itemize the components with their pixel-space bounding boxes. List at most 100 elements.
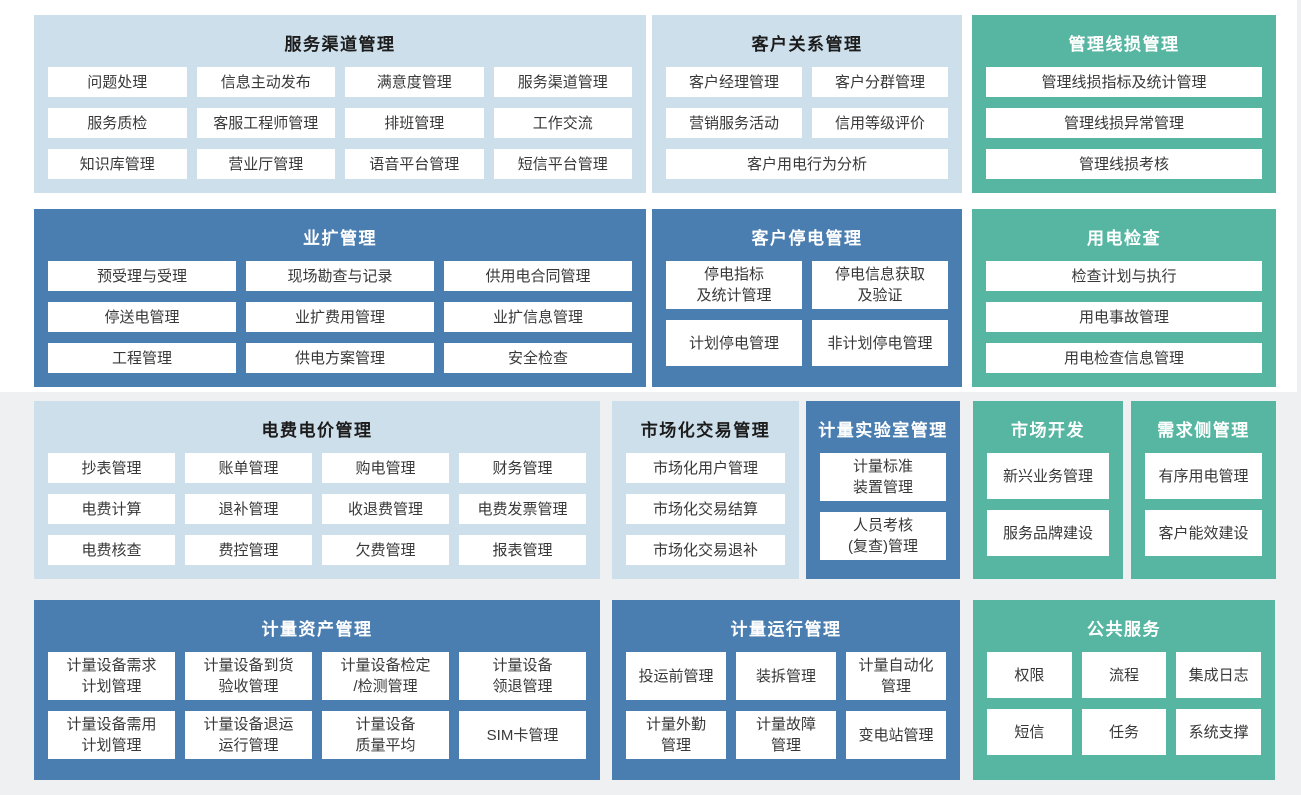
module-list: 停电指标及统计管理停电信息获取及验证计划停电管理非计划停电管理 <box>652 255 962 387</box>
module-item: 任务 <box>1081 709 1167 755</box>
block-metering-laboratory-management: 计量实验室管理计量标准装置管理人员考核(复查)管理 <box>806 401 960 579</box>
module-item: 权限 <box>987 652 1072 698</box>
module-list: 市场化用户管理市场化交易结算市场化交易退补 <box>612 447 799 579</box>
module-item: 服务渠道管理 <box>493 67 632 97</box>
module-item: 问题处理 <box>48 67 187 97</box>
module-item: 信息主动发布 <box>196 67 335 97</box>
module-item: 工作交流 <box>493 108 632 138</box>
module-item: 信用等级评价 <box>812 108 948 138</box>
module-list: 客户经理管理客户分群管理营销服务活动信用等级评价客户用电行为分析 <box>652 61 962 193</box>
module-item: 管理线损异常管理 <box>986 108 1262 138</box>
module-item: 服务品牌建设 <box>987 510 1109 556</box>
module-item: 计量外勤管理 <box>626 711 726 759</box>
block-title: 电费电价管理 <box>261 420 373 440</box>
module-item: 系统支撑 <box>1176 709 1261 755</box>
module-list: 计量设备需求计划管理计量设备到货验收管理计量设备检定/检测管理计量设备领退管理计… <box>34 646 600 780</box>
block-metering-operation-management: 计量运行管理投运前管理装拆管理计量自动化管理计量外勤管理计量故障管理变电站管理 <box>612 600 960 780</box>
module-item: 计量设备到货验收管理 <box>185 652 312 700</box>
module-item: 报表管理 <box>459 535 586 565</box>
module-item: 投运前管理 <box>626 652 726 700</box>
block-tariff-and-billing-management: 电费电价管理抄表管理账单管理购电管理财务管理电费计算退补管理收退费管理电费发票管… <box>34 401 600 579</box>
block-title: 市场化交易管理 <box>640 420 771 440</box>
module-item: 用电事故管理 <box>986 302 1262 332</box>
block-title: 市场开发 <box>1011 420 1085 440</box>
module-item: 账单管理 <box>185 453 312 483</box>
module-list: 预受理与受理现场勘查与记录供用电合同管理停送电管理业扩费用管理业扩信息管理工程管… <box>34 255 646 387</box>
block-title: 公共服务 <box>1087 619 1161 639</box>
block-business-expansion-management: 业扩管理预受理与受理现场勘查与记录供用电合同管理停送电管理业扩费用管理业扩信息管… <box>34 209 646 387</box>
module-item: 集成日志 <box>1176 652 1261 698</box>
block-title: 用电检查 <box>1087 228 1161 248</box>
module-item: 费控管理 <box>185 535 312 565</box>
module-item: 计量故障管理 <box>735 711 836 759</box>
module-item: 有序用电管理 <box>1145 453 1262 499</box>
module-list: 新兴业务管理服务品牌建设 <box>973 447 1123 579</box>
module-item: 财务管理 <box>459 453 586 483</box>
module-item: 语音平台管理 <box>345 149 484 179</box>
module-item: 计量设备需用计划管理 <box>48 711 175 759</box>
module-item: 计量自动化管理 <box>845 652 946 700</box>
module-item: 计量设备质量平均 <box>322 711 449 759</box>
module-list: 检查计划与执行用电事故管理用电检查信息管理 <box>972 255 1276 387</box>
module-item: 工程管理 <box>48 343 236 373</box>
block-title: 客户关系管理 <box>751 34 863 54</box>
module-item: 客户分群管理 <box>812 67 948 97</box>
module-list: 投运前管理装拆管理计量自动化管理计量外勤管理计量故障管理变电站管理 <box>612 646 960 780</box>
module-list: 权限流程集成日志短信任务系统支撑 <box>973 646 1275 780</box>
module-item: 收退费管理 <box>322 494 449 524</box>
block-market-trading-management: 市场化交易管理市场化用户管理市场化交易结算市场化交易退补 <box>612 401 799 579</box>
block-line-loss-management: 管理线损管理管理线损指标及统计管理管理线损异常管理管理线损考核 <box>972 15 1276 193</box>
module-list: 管理线损指标及统计管理管理线损异常管理管理线损考核 <box>972 61 1276 193</box>
module-item: 电费核查 <box>48 535 175 565</box>
module-item: 人员考核(复查)管理 <box>820 512 946 560</box>
block-title: 业扩管理 <box>303 228 377 248</box>
module-item: 客户用电行为分析 <box>666 149 948 179</box>
module-item: 安全检查 <box>443 343 632 373</box>
block-title: 需求侧管理 <box>1157 420 1250 440</box>
module-item: 管理线损考核 <box>986 149 1262 179</box>
block-customer-outage-management: 客户停电管理停电指标及统计管理停电信息获取及验证计划停电管理非计划停电管理 <box>652 209 962 387</box>
module-item: 欠费管理 <box>322 535 449 565</box>
module-item: 退补管理 <box>185 494 312 524</box>
module-item: 营销服务活动 <box>666 108 802 138</box>
module-item: 计量设备退运运行管理 <box>185 711 312 759</box>
module-item: 变电站管理 <box>845 711 946 759</box>
module-item: 业扩信息管理 <box>443 302 632 332</box>
module-list: 问题处理信息主动发布满意度管理服务渠道管理服务质检客服工程师管理排班管理工作交流… <box>34 61 646 193</box>
module-list: 抄表管理账单管理购电管理财务管理电费计算退补管理收退费管理电费发票管理电费核查费… <box>34 447 600 579</box>
block-demand-side-management: 需求侧管理有序用电管理客户能效建设 <box>1131 401 1276 579</box>
module-item: 检查计划与执行 <box>986 261 1262 291</box>
module-item: 计划停电管理 <box>666 320 802 366</box>
module-item: 满意度管理 <box>345 67 484 97</box>
module-item: 预受理与受理 <box>48 261 236 291</box>
module-item: SIM卡管理 <box>459 711 586 759</box>
module-item: 供电方案管理 <box>245 343 434 373</box>
module-list: 有序用电管理客户能效建设 <box>1131 447 1276 579</box>
module-item: 用电检查信息管理 <box>986 343 1262 373</box>
block-public-services: 公共服务权限流程集成日志短信任务系统支撑 <box>973 600 1275 780</box>
module-item: 计量设备检定/检测管理 <box>322 652 449 700</box>
module-item: 计量设备需求计划管理 <box>48 652 175 700</box>
block-service-channel-management: 服务渠道管理问题处理信息主动发布满意度管理服务渠道管理服务质检客服工程师管理排班… <box>34 15 646 193</box>
module-item: 停电指标及统计管理 <box>666 261 802 309</box>
module-item: 现场勘查与记录 <box>245 261 434 291</box>
module-item: 装拆管理 <box>735 652 836 700</box>
module-item: 计量设备领退管理 <box>459 652 586 700</box>
module-item: 市场化用户管理 <box>626 453 785 483</box>
module-list: 计量标准装置管理人员考核(复查)管理 <box>806 447 960 579</box>
block-electricity-inspection: 用电检查检查计划与执行用电事故管理用电检查信息管理 <box>972 209 1276 387</box>
block-title: 管理线损管理 <box>1068 34 1180 54</box>
module-item: 购电管理 <box>322 453 449 483</box>
module-item: 抄表管理 <box>48 453 175 483</box>
module-item: 业扩费用管理 <box>245 302 434 332</box>
block-market-development: 市场开发新兴业务管理服务品牌建设 <box>973 401 1123 579</box>
block-title: 客户停电管理 <box>751 228 863 248</box>
module-item: 知识库管理 <box>48 149 187 179</box>
module-item: 市场化交易结算 <box>626 494 785 524</box>
module-item: 客户能效建设 <box>1145 510 1262 556</box>
module-item: 排班管理 <box>345 108 484 138</box>
block-title: 服务渠道管理 <box>284 34 396 54</box>
block-title: 计量运行管理 <box>730 619 842 639</box>
module-item: 客户经理管理 <box>666 67 802 97</box>
